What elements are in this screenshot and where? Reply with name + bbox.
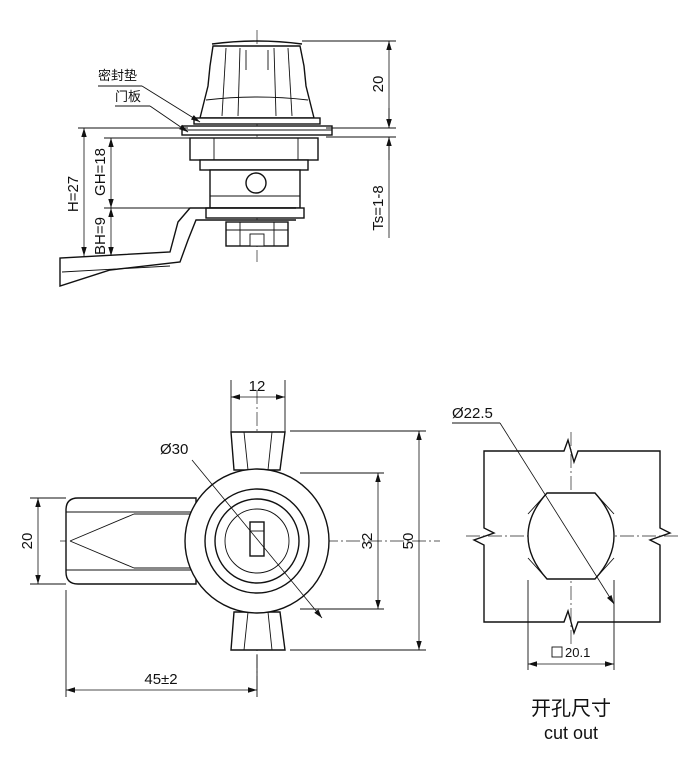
dim-ts-label: Ts=1-8	[370, 185, 387, 230]
dim-gh-label: GH=18	[92, 148, 109, 196]
stop-pin	[245, 172, 267, 194]
seal-gasket	[193, 117, 321, 125]
knob-body	[199, 45, 315, 119]
dim-diameter-label: Ø30	[160, 441, 188, 458]
dim-50-label: 50	[400, 533, 417, 550]
dim-top-label: 20	[370, 76, 387, 93]
dim-width-label: 12	[249, 378, 266, 395]
front-view: 12 Ø30 20 32 50 45±2	[19, 378, 440, 697]
cutout-view: Ø22.5 20.1 开孔尺寸 cut out	[452, 405, 680, 743]
cutout-title-en: cut out	[544, 723, 598, 743]
panel-outline	[472, 437, 672, 636]
hex-nut	[189, 137, 319, 161]
cam-arm-front	[65, 497, 197, 585]
door-panel	[181, 125, 333, 136]
dim-bh-label: BH=9	[92, 217, 109, 255]
handle-wing-top	[230, 431, 286, 471]
dim-32-label: 32	[359, 533, 376, 550]
dim-length-label: 45±2	[144, 671, 177, 688]
cam-arm	[59, 207, 296, 287]
dim-h-label: H=27	[65, 176, 82, 212]
handle-wing-bottom	[230, 611, 286, 651]
dim-arm-height-label: 20	[19, 533, 36, 550]
cutout-square-label: 20.1	[565, 645, 590, 660]
square-symbol-icon	[551, 646, 563, 658]
side-view: 20 Ts=1-8 H=27 GH=18 BH=9 密封垫 门板	[59, 30, 396, 287]
cutout-title-cn: 开孔尺寸	[531, 697, 611, 720]
cutout-diameter-label: Ø22.5	[452, 405, 493, 422]
label-seal-gasket: 密封垫	[98, 68, 137, 83]
label-door-panel: 门板	[115, 89, 141, 104]
